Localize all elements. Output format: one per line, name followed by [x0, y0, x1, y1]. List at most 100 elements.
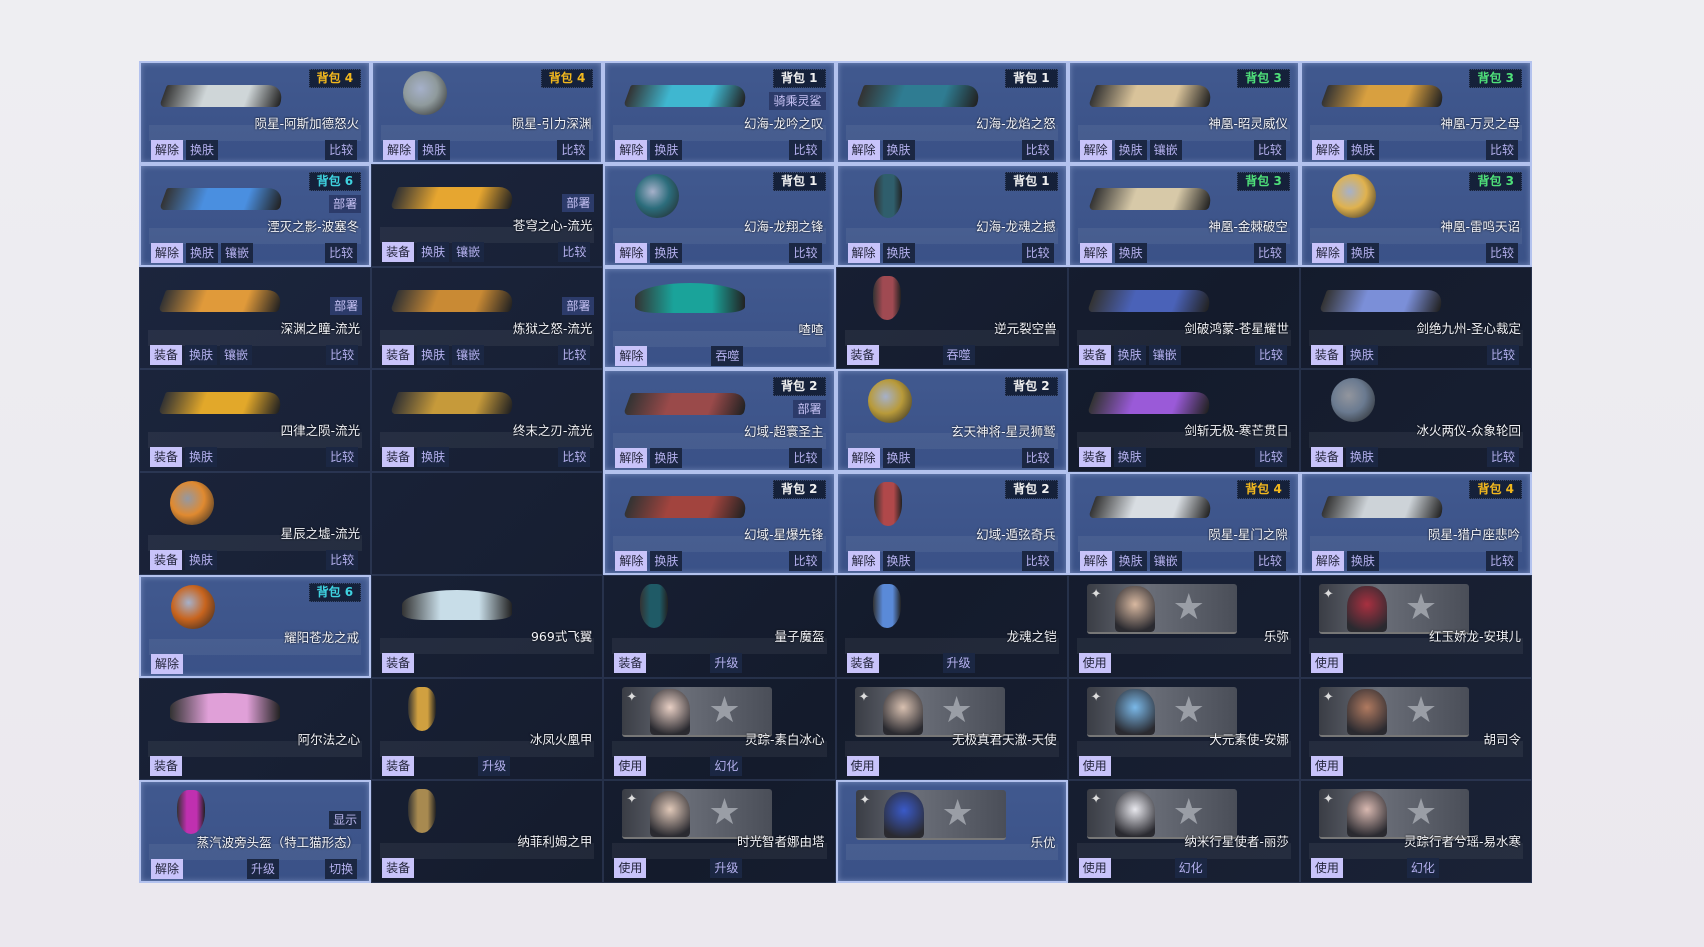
action-button-镶嵌[interactable]: 镶嵌: [1149, 140, 1182, 160]
action-button-换肤[interactable]: 换肤: [1345, 344, 1378, 365]
action-button-装备[interactable]: 装备: [382, 241, 415, 262]
item-slot[interactable]: ✦★纳米行星使者-丽莎使用幻化: [1067, 780, 1300, 883]
action-button-换肤[interactable]: 换肤: [185, 344, 218, 365]
action-button-换肤[interactable]: 换肤: [186, 140, 219, 160]
item-slot[interactable]: ✦★大元素使-安娜使用: [1067, 677, 1300, 781]
action-button-比较[interactable]: 比较: [558, 447, 591, 468]
action-button-换肤[interactable]: 换肤: [650, 242, 683, 263]
action-button-解除[interactable]: 解除: [1079, 242, 1112, 263]
action-button-解除[interactable]: 解除: [615, 140, 648, 160]
action-button-装备[interactable]: 装备: [1310, 344, 1343, 365]
status-tag[interactable]: 部署: [793, 400, 826, 419]
action-button-装备[interactable]: 装备: [846, 344, 879, 365]
action-button-升级[interactable]: 升级: [710, 858, 743, 879]
status-tag[interactable]: 显示: [329, 811, 362, 830]
status-tag[interactable]: 部署: [562, 193, 595, 212]
item-slot[interactable]: 量子魔盔装备升级: [603, 574, 836, 678]
status-tag[interactable]: 部署: [562, 296, 595, 315]
action-button-镶嵌[interactable]: 镶嵌: [452, 344, 485, 365]
item-slot[interactable]: 终末之刃-流光装备换肤比较: [371, 369, 604, 472]
action-button-换肤[interactable]: 换肤: [1346, 242, 1379, 263]
action-button-解除[interactable]: 解除: [615, 551, 648, 571]
action-button-解除[interactable]: 解除: [615, 448, 648, 469]
item-slot[interactable]: 显示蒸汽波旁头盔（特工猫形态）解除升级切换: [139, 780, 372, 883]
item-slot[interactable]: ✦★灵踪行者兮瑶-易水寒使用幻化: [1299, 780, 1532, 883]
action-button-装备[interactable]: 装备: [1078, 447, 1111, 468]
action-button-换肤[interactable]: 换肤: [1113, 447, 1146, 468]
action-button-比较[interactable]: 比较: [326, 447, 359, 468]
item-slot[interactable]: 冰凤火凰甲装备升级: [371, 677, 604, 781]
action-button-比较[interactable]: 比较: [1253, 242, 1286, 263]
action-button-比较[interactable]: 比较: [1021, 448, 1054, 469]
action-button-比较[interactable]: 比较: [789, 551, 822, 571]
action-button-比较[interactable]: 比较: [1485, 140, 1518, 160]
status-tag[interactable]: 骑乘灵鲨: [769, 92, 826, 110]
action-button-使用[interactable]: 使用: [614, 858, 647, 879]
action-button-装备[interactable]: 装备: [150, 447, 183, 468]
action-button-解除[interactable]: 解除: [615, 242, 648, 263]
action-button-解除[interactable]: 解除: [151, 242, 184, 263]
action-button-比较[interactable]: 比较: [1253, 551, 1286, 571]
status-tag[interactable]: 部署: [329, 194, 362, 213]
item-slot[interactable]: 星辰之墟-流光装备换肤比较: [139, 472, 372, 575]
action-button-使用[interactable]: 使用: [1078, 652, 1111, 673]
action-button-换肤[interactable]: 换肤: [882, 140, 915, 160]
action-button-切换[interactable]: 切换: [325, 859, 358, 880]
action-button-换肤[interactable]: 换肤: [650, 551, 683, 571]
item-slot[interactable]: 喳喳解除吞噬: [603, 266, 836, 370]
item-slot[interactable]: ✦★乐优: [835, 780, 1068, 883]
action-button-比较[interactable]: 比较: [1021, 242, 1054, 263]
item-slot[interactable]: 纳菲利姆之甲装备: [371, 780, 604, 883]
action-button-吞噬[interactable]: 吞噬: [711, 345, 744, 366]
action-button-装备[interactable]: 装备: [382, 447, 415, 468]
item-slot[interactable]: 部署苍穹之心-流光装备换肤镶嵌比较: [371, 163, 604, 267]
item-slot[interactable]: 逆元裂空兽装备吞噬: [835, 266, 1068, 370]
item-slot[interactable]: 四律之陨-流光装备换肤比较: [139, 369, 372, 472]
action-button-镶嵌[interactable]: 镶嵌: [221, 242, 254, 263]
action-button-换肤[interactable]: 换肤: [1345, 447, 1378, 468]
action-button-使用[interactable]: 使用: [1310, 858, 1343, 879]
item-slot[interactable]: 剑斩无极-寒芒贯日装备换肤比较: [1067, 369, 1300, 472]
item-slot[interactable]: ✦★灵踪-素白冰心使用幻化: [603, 677, 836, 781]
action-button-换肤[interactable]: 换肤: [1114, 140, 1147, 160]
action-button-比较[interactable]: 比较: [1485, 242, 1518, 263]
action-button-比较[interactable]: 比较: [325, 242, 358, 263]
action-button-解除[interactable]: 解除: [1079, 551, 1112, 571]
action-button-解除[interactable]: 解除: [847, 551, 880, 571]
action-button-解除[interactable]: 解除: [847, 242, 880, 263]
action-button-比较[interactable]: 比较: [326, 344, 359, 365]
action-button-比较[interactable]: 比较: [789, 140, 822, 160]
action-button-比较[interactable]: 比较: [1486, 344, 1519, 365]
action-button-解除[interactable]: 解除: [1311, 551, 1344, 571]
action-button-镶嵌[interactable]: 镶嵌: [452, 241, 485, 262]
action-button-使用[interactable]: 使用: [1078, 755, 1111, 776]
action-button-比较[interactable]: 比较: [325, 140, 358, 160]
action-button-装备[interactable]: 装备: [382, 344, 415, 365]
item-slot[interactable]: 剑绝九州-圣心裁定装备换肤比较: [1299, 266, 1532, 370]
action-button-升级[interactable]: 升级: [478, 755, 511, 776]
action-button-装备[interactable]: 装备: [150, 550, 183, 570]
action-button-比较[interactable]: 比较: [1021, 140, 1054, 160]
item-slot[interactable]: 龙魂之铠装备升级: [835, 574, 1068, 678]
action-button-镶嵌[interactable]: 镶嵌: [1149, 551, 1182, 571]
action-button-换肤[interactable]: 换肤: [185, 550, 218, 570]
action-button-解除[interactable]: 解除: [847, 448, 880, 469]
action-button-换肤[interactable]: 换肤: [186, 242, 219, 263]
action-button-解除[interactable]: 解除: [151, 653, 184, 674]
action-button-装备[interactable]: 装备: [150, 755, 183, 776]
action-button-换肤[interactable]: 换肤: [1346, 140, 1379, 160]
action-button-换肤[interactable]: 换肤: [1114, 242, 1147, 263]
action-button-使用[interactable]: 使用: [614, 755, 647, 776]
action-button-装备[interactable]: 装备: [382, 755, 415, 776]
action-button-解除[interactable]: 解除: [1311, 140, 1344, 160]
action-button-比较[interactable]: 比较: [1486, 447, 1519, 468]
action-button-解除[interactable]: 解除: [847, 140, 880, 160]
